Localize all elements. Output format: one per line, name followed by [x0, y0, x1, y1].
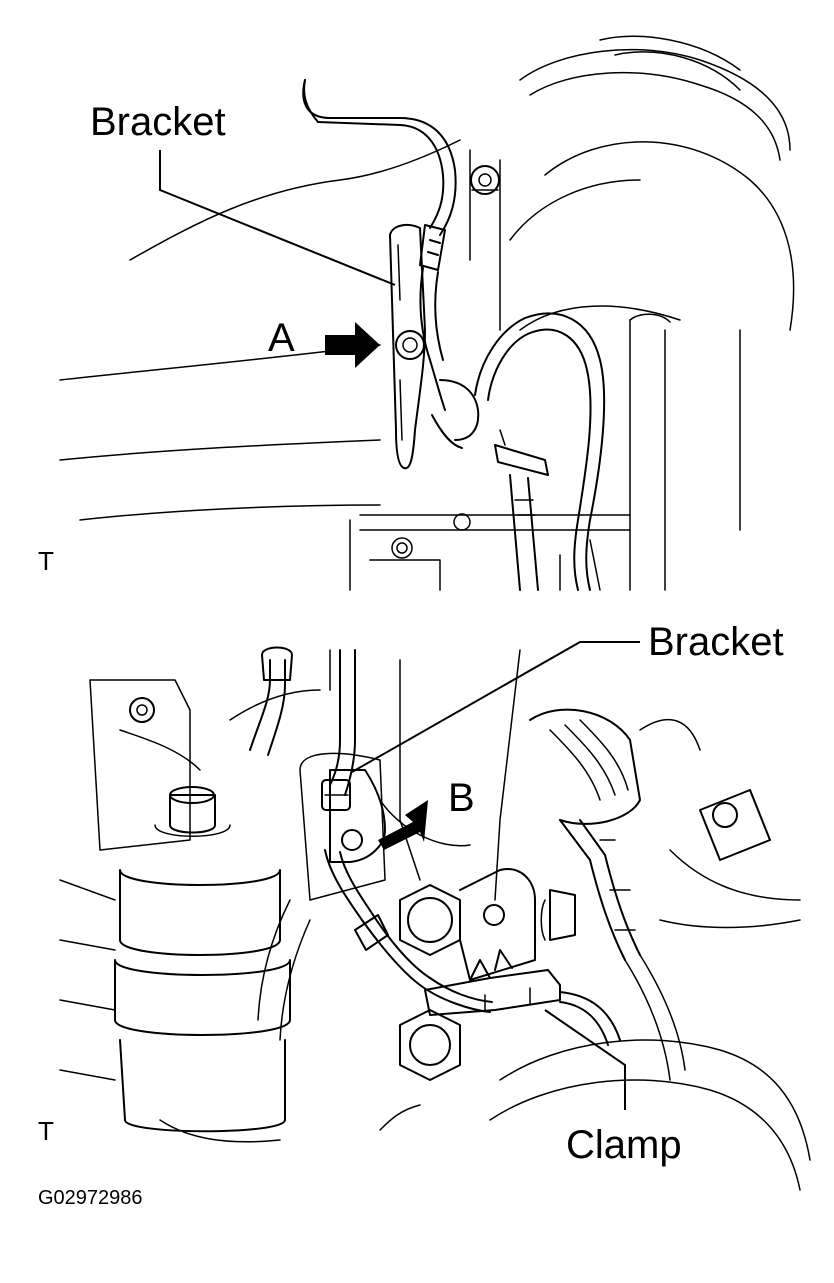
arrow-b-icon — [378, 800, 428, 850]
bottom-bracket-label: Bracket — [648, 620, 784, 664]
top-bracket-label: Bracket — [90, 100, 226, 144]
arrow-a-icon — [325, 322, 380, 368]
clamp-label: Clamp — [566, 1123, 682, 1167]
bottom-corner-label: T — [38, 1116, 54, 1146]
arrow-a-label: A — [268, 316, 295, 360]
top-illustration — [59, 35, 795, 591]
bottom-illustration — [59, 641, 811, 1191]
figure-code: G02972986 — [38, 1187, 143, 1209]
arrow-b-label: B — [448, 776, 475, 820]
top-corner-label: T — [38, 546, 54, 576]
